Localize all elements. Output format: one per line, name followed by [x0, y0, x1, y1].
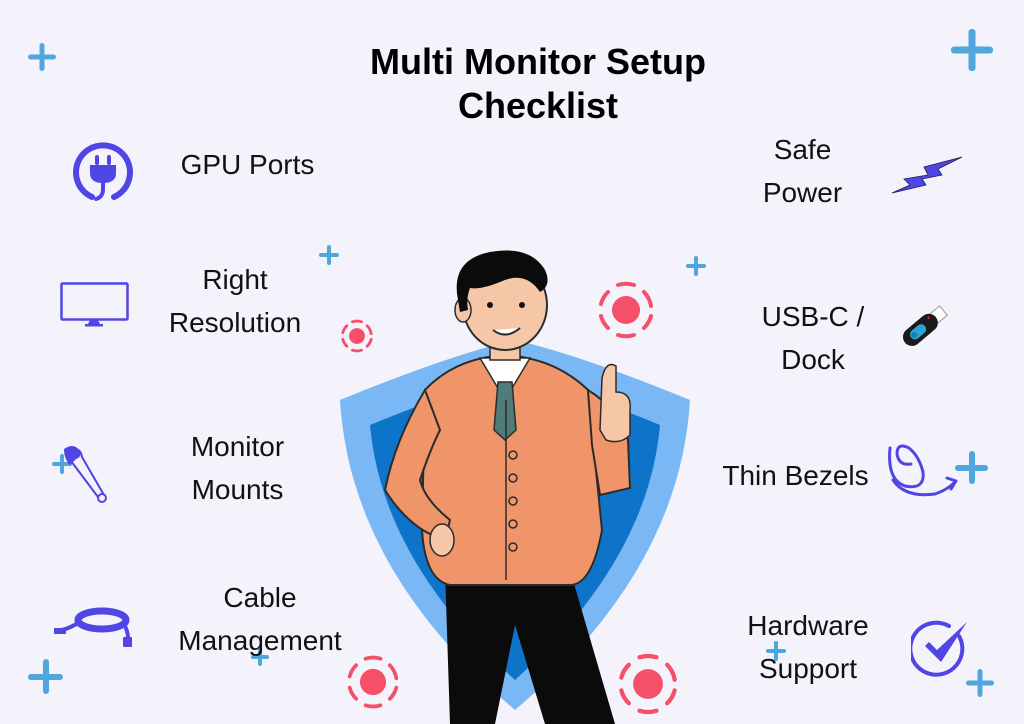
person-with-shield-illustration — [340, 250, 690, 724]
item-label-line-1: Safe — [773, 134, 832, 165]
item-label-line-1: Cable — [223, 582, 297, 613]
item-label-line-1: Thin Bezels — [722, 460, 869, 491]
item-label-line-2: Power — [762, 177, 843, 208]
item-label-line-2: Mounts — [191, 474, 284, 505]
item-label-line-1: Monitor — [190, 431, 285, 462]
plug-icon — [73, 142, 133, 201]
title-line-2: Checklist — [457, 85, 619, 126]
item-label-line-2: Support — [758, 653, 858, 684]
item-label-line-1: Right — [202, 264, 268, 295]
item-label-line-1: Hardware — [747, 610, 869, 641]
title-line-1: Multi Monitor Setup — [370, 41, 706, 82]
lightning-bolt-icon — [891, 156, 963, 194]
burst-dot-icon — [341, 319, 373, 353]
burst-dot-icon — [619, 653, 677, 715]
check-circle-icon — [911, 620, 967, 677]
safety-pin-icon — [64, 445, 107, 503]
item-label-line-1: GPU Ports — [180, 149, 315, 180]
item-label-line-2: Resolution — [168, 307, 302, 338]
plus-icon — [951, 29, 993, 71]
page-title: Multi Monitor Setup Checklist — [0, 40, 1024, 128]
plus-icon — [28, 659, 63, 694]
plus-icon — [28, 43, 56, 71]
item-label-line-1: USB-C / — [761, 301, 865, 332]
burst-dot-icon — [599, 281, 653, 339]
item-label-line-2: Management — [178, 625, 342, 656]
swirl-arrow-icon — [888, 444, 958, 497]
item-label-line-2: Dock — [781, 344, 845, 375]
monitor-icon — [60, 282, 129, 327]
cable-icon — [54, 607, 132, 647]
burst-dot-icon — [347, 655, 399, 709]
usb-drive-icon — [902, 305, 948, 346]
